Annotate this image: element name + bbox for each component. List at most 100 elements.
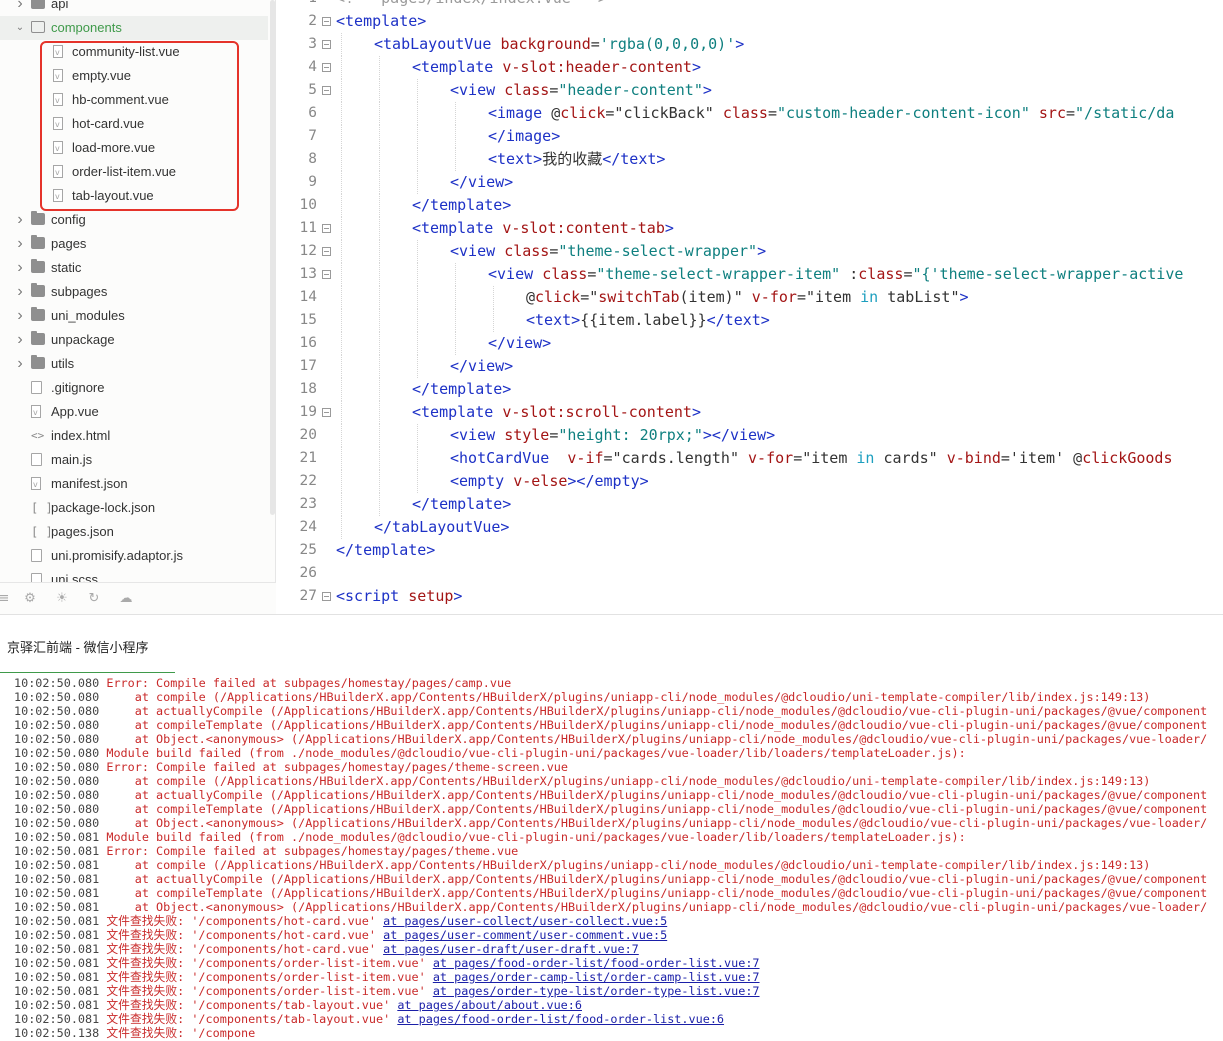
line-number: 3 <box>308 36 317 52</box>
tree-item-main-js[interactable]: main.js <box>0 448 268 472</box>
fold-toggle-icon[interactable] <box>322 224 331 233</box>
code-line: 11<template v-slot:content-tab> <box>277 217 1223 240</box>
code-token: > <box>691 58 701 76</box>
code-token: <template> <box>336 12 427 30</box>
tree-item-index-html[interactable]: <>index.html <box>0 424 268 448</box>
cloud-icon[interactable]: ☁ <box>119 591 133 606</box>
chevron-right-icon[interactable]: › <box>17 331 23 348</box>
log-line: 10:02:50.081 文件查找失败: '/components/hot-ca… <box>14 914 1223 928</box>
fold-toggle-icon[interactable] <box>322 63 331 72</box>
console-log: 10:02:50.080 Error: Compile failed at su… <box>14 676 1223 1040</box>
code-token: </template> <box>412 380 512 398</box>
code-token: v-slot:scroll-content <box>502 403 692 421</box>
code-token: </tabLayoutVue> <box>374 518 510 536</box>
log-source-link[interactable]: at pages/user-draft/user-draft.vue:7 <box>383 942 639 956</box>
log-source-link[interactable]: at pages/user-comment/user-comment.vue:5 <box>383 928 668 942</box>
tree-item-label: main.js <box>51 452 93 467</box>
folder-icon <box>31 21 45 33</box>
collapse-icon[interactable]: ≡ <box>0 591 10 606</box>
log-source-link[interactable]: at pages/user-collect/user-collect.vue:5 <box>383 914 668 928</box>
gear-icon[interactable]: ☀ <box>56 591 68 606</box>
bug-icon[interactable]: ⚙ <box>24 591 36 606</box>
fold-toggle-icon[interactable] <box>322 270 331 279</box>
code-text: </template> <box>412 493 511 516</box>
fold-toggle-icon[interactable] <box>322 17 331 26</box>
indent-guide <box>341 401 342 424</box>
tree-item-label: config <box>51 212 86 227</box>
tree-item-api[interactable]: ›api <box>0 0 268 16</box>
indent-guide <box>379 309 380 332</box>
chevron-right-icon[interactable]: › <box>17 283 23 300</box>
log-source-link[interactable]: at pages/food-order-list/food-order-list… <box>432 956 760 970</box>
indent-guide <box>341 102 342 125</box>
tree-item-pages[interactable]: ›pages <box>0 232 268 256</box>
indent-guide <box>455 332 456 355</box>
tree-item-config[interactable]: › config <box>0 208 268 232</box>
tree-item-static[interactable]: ›static <box>0 256 268 280</box>
indent-guide <box>417 355 418 378</box>
explorer-scrollbar[interactable] <box>270 0 275 515</box>
log-message: 文件查找失败: '/components/order-list-item.vue… <box>106 984 433 998</box>
chevron-down-icon[interactable]: ⌄ <box>15 22 25 33</box>
fold-toggle-icon[interactable] <box>322 408 331 417</box>
indent-guide <box>417 309 418 332</box>
tree-item-empty-vue[interactable]: empty.vue <box>0 64 268 89</box>
log-source-link[interactable]: at pages/food-order-list/food-order-list… <box>397 1012 725 1026</box>
console-panel: 京驿汇前端 - 微信小程序 10:02:50.080 Error: Compil… <box>0 614 1223 1041</box>
tree-item-package-lock-json[interactable]: [ ]package-lock.json <box>0 496 268 520</box>
tree-item-uni-modules[interactable]: ›uni_modules <box>0 304 268 328</box>
tree-item-label: utils <box>51 356 75 371</box>
code-editor[interactable]: 1<!-- pages/index/index.vue -->2<templat… <box>277 0 1223 614</box>
log-timestamp: 10:02:50.080 <box>14 732 100 746</box>
tree-item-pages-json[interactable]: [ ]pages.json <box>0 520 268 544</box>
fold-toggle-icon[interactable] <box>322 592 331 601</box>
code-text: </view> <box>450 171 513 194</box>
refresh-icon[interactable]: ↻ <box>88 591 100 606</box>
tree-item-utils[interactable]: › utils <box>0 352 268 376</box>
tree-item-community-list-vue[interactable]: community-list.vue <box>0 40 268 65</box>
log-timestamp: 10:02:50.081 <box>14 1012 100 1026</box>
fold-toggle-icon[interactable] <box>322 247 331 256</box>
fold-toggle-icon[interactable] <box>322 86 331 95</box>
indent-guide <box>417 263 418 286</box>
tree-item-label: App.vue <box>51 404 99 419</box>
code-token: > <box>959 288 969 306</box>
code-text: <view class="header-content"> <box>450 79 712 102</box>
code-token: v-slot:header-content <box>502 58 692 76</box>
tree-item-hot-card-vue[interactable]: hot-card.vue <box>0 112 268 137</box>
log-source-link[interactable]: at pages/about/about.vue:6 <box>397 998 582 1012</box>
console-tab[interactable]: 京驿汇前端 - 微信小程序 <box>0 629 175 673</box>
log-message: at compile (/Applications/HBuilderX.app/… <box>106 774 1151 788</box>
log-source-link[interactable]: at pages/order-camp-list/order-camp-list… <box>432 970 760 984</box>
tree-item-uni-promisify-adaptor-js[interactable]: uni.promisify.adaptor.js <box>0 544 268 568</box>
code-text: <image @click="clickBack" class="custom-… <box>488 102 1174 125</box>
log-message: at compile (/Applications/HBuilderX.app/… <box>106 858 1151 872</box>
tree-item-tab-layout-vue[interactable]: tab-layout.vue <box>0 184 268 209</box>
tree-item-unpackage[interactable]: ›unpackage <box>0 328 268 352</box>
chevron-right-icon[interactable]: › <box>17 0 23 12</box>
log-source-link[interactable]: at pages/order-type-list/order-type-list… <box>432 984 760 998</box>
vue-file-icon <box>53 137 63 161</box>
tree-item-app-vue[interactable]: App.vue <box>0 400 268 425</box>
chevron-right-icon[interactable]: › <box>17 235 23 252</box>
log-timestamp: 10:02:50.080 <box>14 718 100 732</box>
line-number: 19 <box>299 404 317 420</box>
tree-item-load-more-vue[interactable]: load-more.vue <box>0 136 268 161</box>
chevron-right-icon[interactable]: › <box>17 307 23 324</box>
tree-item-order-list-item-vue[interactable]: order-list-item.vue <box>0 160 268 185</box>
code-token: = <box>590 35 600 53</box>
code-line: 12<view class="theme-select-wrapper"> <box>277 240 1223 263</box>
tree-item--gitignore[interactable]: .gitignore <box>0 376 268 400</box>
tree-item-hb-comment-vue[interactable]: hb-comment.vue <box>0 88 268 113</box>
chevron-right-icon[interactable]: › <box>17 211 23 228</box>
folder-icon <box>31 283 45 297</box>
fold-toggle-icon[interactable] <box>322 40 331 49</box>
tree-item-manifest-json[interactable]: manifest.json <box>0 472 268 497</box>
indent-guide <box>341 194 342 217</box>
tree-item-subpages[interactable]: ›subpages <box>0 280 268 304</box>
tree-item-components[interactable]: ⌄components <box>0 16 268 40</box>
chevron-right-icon[interactable]: › <box>17 259 23 276</box>
log-line: 10:02:50.081 文件查找失败: '/components/hot-ca… <box>14 942 1223 956</box>
log-line: 10:02:50.080 at compile (/Applications/H… <box>14 690 1223 704</box>
chevron-right-icon[interactable]: › <box>17 355 23 372</box>
